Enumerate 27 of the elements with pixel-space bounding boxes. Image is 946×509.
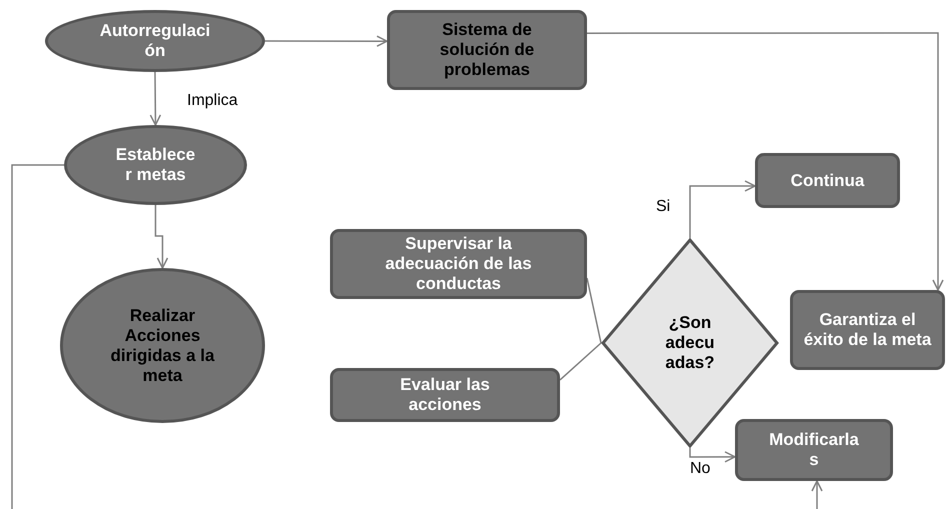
process-box (755, 153, 900, 208)
arrow (689, 180, 756, 238)
node-text: Sistema de solución de problemas (438, 20, 536, 80)
connector-line (11, 164, 64, 509)
process-box (387, 10, 587, 90)
node-text: Continua (790, 170, 866, 190)
node-text: Realizar Acciones dirigidas a la meta (110, 306, 216, 386)
arrow (811, 480, 823, 509)
node-text: ¿Son adecu adas? (664, 313, 716, 373)
node-text: Supervisar la adecuación de las conductas (384, 234, 533, 294)
arrow (154, 205, 168, 269)
process-box (790, 290, 945, 370)
arrow (150, 72, 162, 126)
process-box (330, 368, 560, 422)
arrow (265, 35, 388, 47)
process-box (330, 229, 587, 299)
node-text: Evaluar las acciones (399, 375, 491, 415)
node-text: Autorregulaci ón (98, 21, 212, 61)
node-text: Garantiza el éxito de la meta (802, 310, 932, 350)
node-text: Modificarla s (768, 430, 860, 470)
edge-label: Implica (185, 92, 240, 110)
process-box (735, 419, 893, 481)
arrow (587, 32, 944, 291)
connector-line (560, 342, 602, 380)
node-text: Establece r metas (114, 145, 196, 185)
connector-line (586, 278, 602, 344)
arrow (689, 448, 736, 463)
